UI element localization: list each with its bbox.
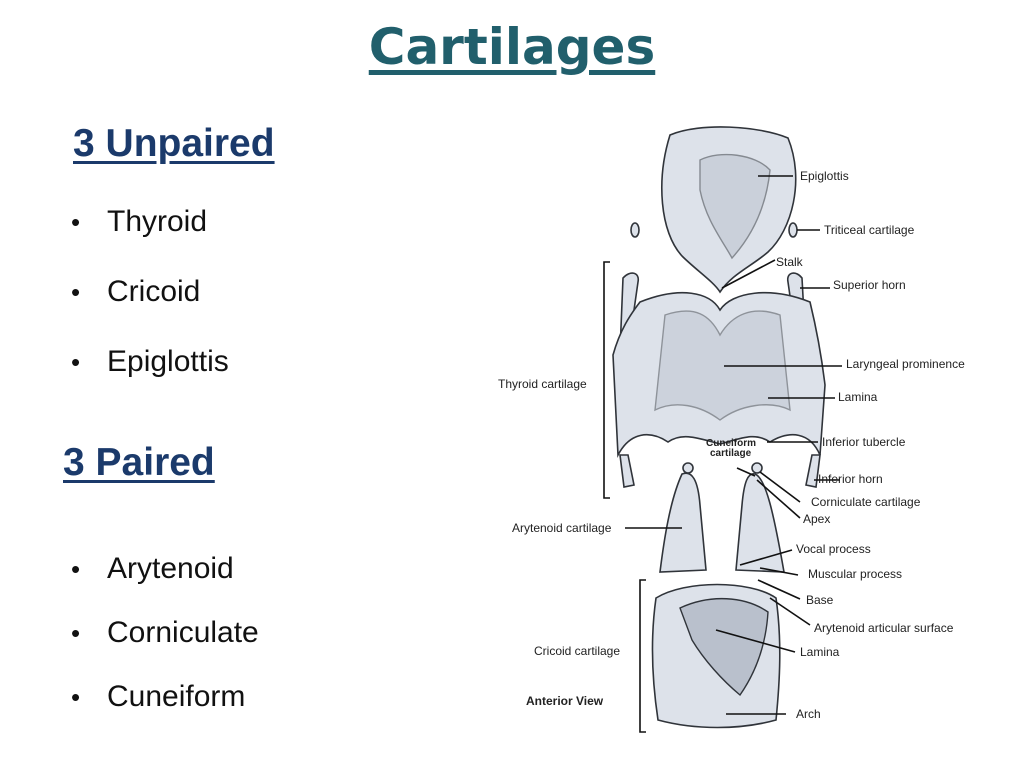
leader-base: [757, 579, 801, 600]
label-apex: Apex: [803, 512, 830, 526]
list-item: Epiglottis: [71, 345, 229, 415]
label-cuneiform-2: cartilage: [710, 448, 752, 459]
thyroid-shading: [654, 310, 791, 421]
label-inferior-tubercle: Inferior tubercle: [822, 435, 906, 449]
unpaired-heading: 3 Unpaired: [73, 122, 275, 165]
unpaired-list: Thyroid Cricoid Epiglottis: [71, 205, 229, 415]
corniculate-left: [682, 462, 694, 474]
leader-arytenoid-articular: [769, 597, 811, 626]
label-epiglottis: Epiglottis: [800, 169, 849, 183]
leader-lamina-cricoid: [715, 629, 796, 653]
label-inferior-horn: Inferior horn: [818, 472, 883, 486]
cricoid-lamina-shape: [679, 598, 769, 697]
arytenoid-right: [735, 473, 785, 573]
leader-muscular-process: [759, 567, 799, 576]
inferior-horn-left: [619, 454, 635, 488]
label-muscular-process: Muscular process: [808, 567, 902, 581]
triticeal-right-shape: [788, 222, 798, 238]
list-item: Arytenoid: [71, 552, 259, 616]
thyroid-shape: [612, 291, 826, 458]
label-triticeal: Triticeal cartilage: [824, 223, 915, 237]
leader-cricoid-bracket: [639, 579, 646, 733]
paired-heading: 3 Paired: [63, 441, 215, 484]
label-vocal-process: Vocal process: [796, 542, 871, 556]
label-arytenoid-cartilage: Arytenoid cartilage: [512, 521, 612, 535]
label-cuneiform-1: Cuneiform: [706, 438, 756, 449]
corniculate-right: [751, 462, 763, 474]
epiglottis-shading: [699, 153, 771, 260]
list-item: Cricoid: [71, 275, 229, 345]
label-lamina-cricoid: Lamina: [800, 645, 840, 659]
triticeal-left-shape: [630, 222, 640, 238]
label-arch: Arch: [796, 707, 821, 721]
slide-title: Cartilages: [368, 18, 656, 76]
label-stalk: Stalk: [776, 255, 804, 269]
leader-stalk: [721, 259, 776, 289]
list-item: Cuneiform: [71, 680, 259, 744]
inferior-horn-right: [805, 454, 821, 488]
leader-vocal-process: [739, 549, 793, 566]
larynx-cartilage-diagram: Epiglottis Triticeal cartilage Stalk Sup…: [498, 126, 965, 733]
label-base: Base: [806, 593, 834, 607]
label-cricoid-cartilage: Cricoid cartilage: [534, 644, 620, 658]
label-arytenoid-articular: Arytenoid articular surface: [814, 621, 954, 635]
label-superior-horn: Superior horn: [833, 278, 906, 292]
paired-list: Arytenoid Corniculate Cuneiform: [71, 552, 259, 744]
label-corniculate: Corniculate cartilage: [811, 495, 921, 509]
list-item: Corniculate: [71, 616, 259, 680]
label-laryngeal-prominence: Laryngeal prominence: [846, 357, 965, 371]
label-thyroid-cartilage: Thyroid cartilage: [498, 377, 587, 391]
label-lamina-thyroid: Lamina: [838, 390, 878, 404]
arytenoid-left: [659, 472, 707, 573]
leader-apex: [756, 479, 801, 519]
leader-corniculate: [759, 471, 801, 503]
leader-cuneiform: [736, 467, 756, 477]
list-item: Thyroid: [71, 205, 229, 275]
leader-thyroid-bracket: [603, 261, 610, 499]
label-anterior-view: Anterior View: [526, 694, 604, 708]
